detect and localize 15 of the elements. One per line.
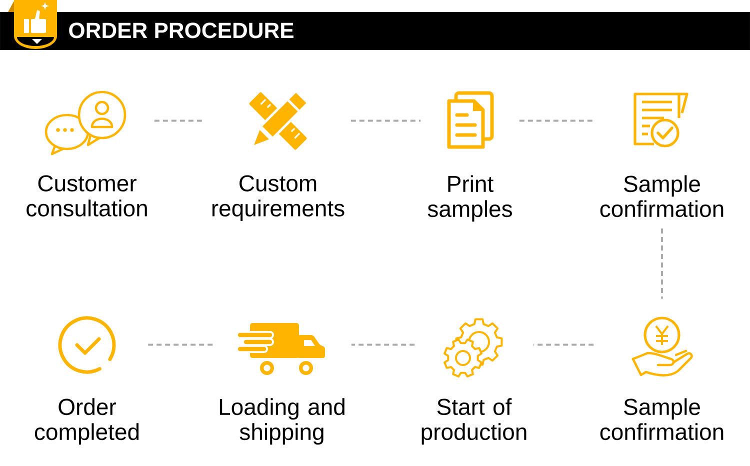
dashed-line bbox=[661, 228, 663, 299]
step-label: Sample confirmation bbox=[600, 398, 724, 440]
dashed-line bbox=[519, 120, 594, 122]
title-bar: ORDER PROCEDURE bbox=[0, 12, 750, 50]
dashed-line bbox=[146, 344, 213, 346]
dashed-line bbox=[350, 120, 421, 122]
dashed-line bbox=[351, 344, 415, 346]
step-label: Customer consultation bbox=[26, 175, 147, 216]
step-label: Sample confirmation bbox=[600, 175, 724, 218]
dashed-line bbox=[533, 344, 594, 346]
step-label: Loading and shipping bbox=[220, 398, 344, 445]
step-label: Start of production bbox=[422, 398, 526, 445]
step-label: Custom requirements bbox=[212, 175, 344, 222]
step-label: Order completed bbox=[34, 398, 139, 445]
step-label: Print samples bbox=[428, 175, 512, 222]
